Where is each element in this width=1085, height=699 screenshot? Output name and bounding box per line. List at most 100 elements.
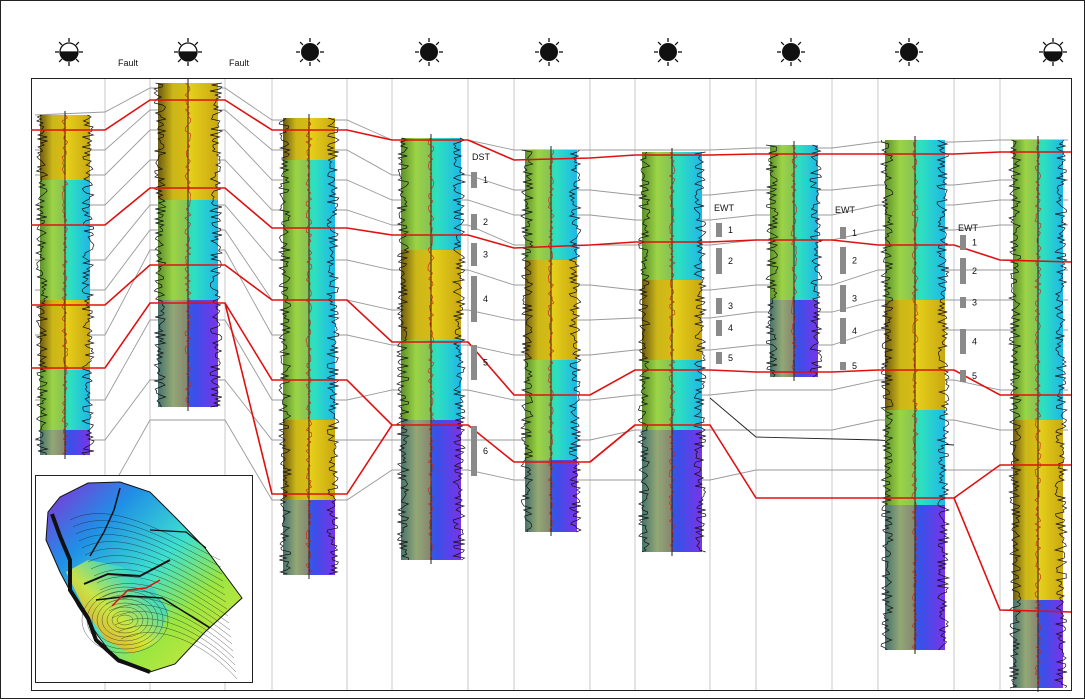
log-curve-left — [1007, 139, 1022, 689]
dst-bar — [471, 426, 477, 476]
log-curve-right — [568, 149, 582, 533]
horizon-line — [31, 264, 1071, 396]
oil-gas-well-symbol — [55, 38, 83, 66]
ewt2-bar — [840, 285, 846, 312]
ewt2-bar — [840, 362, 846, 370]
well-log-2 — [153, 79, 224, 411]
log-curve-left — [637, 151, 651, 553]
well-log-9 — [1007, 136, 1068, 692]
dst-interval-number: 6 — [483, 446, 488, 456]
ewt3-bar — [960, 258, 966, 284]
log-curve-right — [809, 144, 823, 378]
map-contour — [111, 610, 139, 630]
map-contour — [81, 541, 225, 589]
ewt1-interval-number: 2 — [728, 256, 733, 266]
ewt3-bar — [960, 297, 966, 308]
well-logs — [34, 79, 1068, 692]
map-contour — [111, 611, 235, 659]
map-contour — [114, 618, 236, 666]
log-curve-right — [209, 82, 224, 408]
dst-interval-number: 4 — [483, 294, 488, 304]
map-contour — [84, 548, 226, 596]
ewt-label-3: EWT — [958, 223, 978, 233]
oil-gas-well-symbol — [174, 38, 202, 66]
ewt-label-2: EWT — [835, 205, 855, 215]
dst-interval-number: 5 — [483, 358, 488, 368]
oil-well-symbol — [777, 38, 805, 66]
fault-trace-main — [50, 513, 151, 674]
log-curve-center — [184, 82, 192, 408]
map-contour — [90, 562, 228, 610]
dst-bar — [471, 243, 477, 266]
ewt2-interval-number: 3 — [852, 294, 857, 304]
well-log-8 — [879, 136, 951, 654]
map-contour — [108, 604, 234, 652]
map-contour — [93, 569, 229, 617]
ewt2-bar — [840, 318, 846, 344]
horizon-line — [31, 187, 1072, 263]
structure-map-high — [66, 560, 168, 654]
map-contour — [96, 576, 230, 624]
horizon-line — [953, 464, 1071, 499]
map-contour — [99, 583, 231, 631]
dst-label: DST — [472, 152, 491, 162]
ewt3-bar — [960, 370, 966, 382]
log-curve-left — [879, 139, 894, 651]
ewt3-interval-number: 5 — [972, 371, 977, 381]
oil-well-symbol — [654, 38, 682, 66]
log-curve-center — [911, 139, 919, 651]
ewt2-interval-number: 5 — [852, 361, 857, 371]
gamma-track — [401, 138, 431, 560]
log-curve-left — [277, 117, 293, 575]
log-curve-center — [305, 117, 313, 575]
dst-bar — [471, 214, 477, 230]
ewt3-interval-number: 3 — [972, 298, 977, 308]
section-line — [111, 579, 161, 607]
well-log-7 — [765, 141, 823, 381]
dst-bar — [471, 345, 477, 380]
fault-trace-1 — [83, 559, 171, 585]
map-contour — [96, 598, 154, 642]
gamma-track — [885, 140, 915, 650]
ewt3-interval-number: 2 — [972, 266, 977, 276]
ewt3-bar — [960, 235, 966, 250]
ewt1-interval-number: 5 — [728, 353, 733, 363]
map-contour — [116, 614, 134, 626]
log-curve-right — [1053, 139, 1068, 689]
fault-label-left: Fault — [118, 58, 139, 68]
ewt3-interval-number: 1 — [972, 238, 977, 248]
map-contours — [69, 513, 238, 680]
ewt1-bar — [716, 352, 722, 364]
horizon-line — [31, 302, 1072, 613]
horizon-lines — [31, 99, 1072, 613]
log-curve-right — [326, 117, 340, 575]
well-log-6 — [637, 148, 708, 556]
map-contour — [78, 534, 224, 582]
map-contour — [81, 586, 169, 654]
log-curve-center — [790, 144, 798, 377]
gamma-track — [770, 145, 794, 377]
dst-bar — [471, 276, 477, 322]
map-contour — [91, 594, 159, 646]
horizon-line — [224, 302, 393, 495]
gamma-track — [40, 115, 65, 455]
log-curve-left — [396, 137, 410, 561]
log-curve-right — [451, 137, 467, 561]
fault-label-right: Fault — [229, 58, 250, 68]
log-curve-center — [547, 149, 555, 532]
inset-map — [35, 475, 253, 683]
log-curve-center — [427, 137, 435, 559]
map-contour — [101, 602, 149, 638]
log-curve-left — [34, 114, 49, 456]
log-curve-right — [81, 114, 95, 456]
dst-interval-number: 3 — [483, 250, 488, 260]
log-curve-right — [936, 139, 951, 651]
well-log-1 — [34, 111, 95, 459]
map-contour — [87, 555, 227, 603]
well-log-3 — [277, 114, 340, 579]
horizon-line — [31, 99, 1071, 161]
ewt-label-1: EWT — [714, 203, 734, 213]
ewt2-bar — [840, 247, 846, 274]
